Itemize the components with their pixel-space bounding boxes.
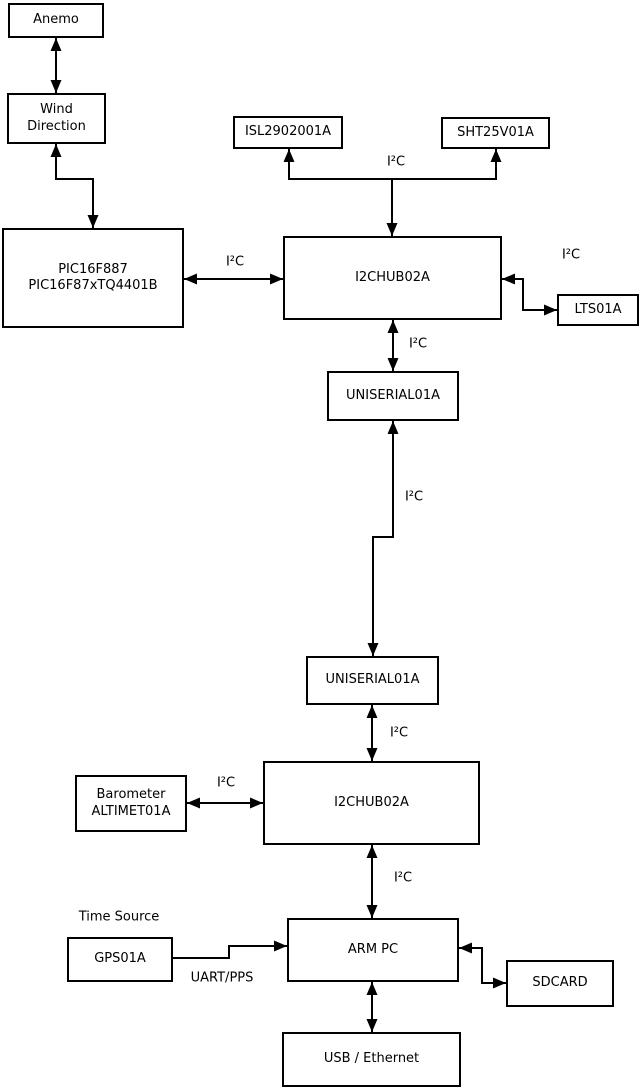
node-arm-pc: ARM PC bbox=[287, 918, 459, 982]
node-i2chub02a-1-label: I2CHUB02A bbox=[355, 269, 430, 285]
connector-barometer-hub2 bbox=[187, 797, 263, 809]
edge-label-i2c-hub2-armpc: I²C bbox=[393, 870, 413, 886]
node-isl2902001a-label: ISL2902001A bbox=[244, 124, 332, 140]
connector-armpc-sdcard bbox=[459, 942, 506, 989]
connector-hub1-lts bbox=[502, 273, 557, 316]
connector-wind-direction-pic bbox=[50, 144, 99, 228]
node-wind-direction: Wind Direction bbox=[7, 93, 106, 144]
node-sdcard: SDCARD bbox=[506, 960, 614, 1007]
edge-label-i2c-hub1-lts: I²C bbox=[561, 247, 581, 263]
node-usb-ethernet-label: USB / Ethernet bbox=[323, 1051, 420, 1067]
connector-armpc-usb bbox=[366, 982, 378, 1032]
connector-hub2-armpc bbox=[366, 845, 378, 918]
connector-uniserial2-hub2 bbox=[366, 705, 378, 761]
node-i2chub02a-1: I2CHUB02A bbox=[283, 236, 502, 320]
node-sht25v01a: SHT25V01A bbox=[441, 117, 550, 149]
node-uniserial01a-1-label: UNISERIAL01A bbox=[346, 387, 440, 403]
node-lts01a-label: LTS01A bbox=[574, 301, 622, 317]
connector-gps-armpc bbox=[173, 940, 287, 959]
node-sdcard-label: SDCARD bbox=[532, 975, 588, 991]
node-pic16f887-label: PIC16F887 PIC16F87xTQ4401B bbox=[28, 261, 158, 293]
node-gps01a-label: GPS01A bbox=[94, 951, 146, 967]
node-i2chub02a-2-label: I2CHUB02A bbox=[334, 794, 409, 810]
connector-uniserial1-uniserial2 bbox=[367, 421, 399, 656]
node-uniserial01a-2-label: UNISERIAL01A bbox=[325, 672, 420, 688]
connector-pic-hub1 bbox=[184, 273, 283, 285]
node-arm-pc-label: ARM PC bbox=[347, 941, 399, 957]
node-anemo: Anemo bbox=[8, 3, 104, 38]
node-anemo-label: Anemo bbox=[33, 12, 79, 28]
connector-sensor-bus bbox=[283, 149, 502, 236]
edge-label-i2c-pic-hub1: I²C bbox=[225, 254, 245, 270]
node-gps01a: GPS01A bbox=[67, 937, 173, 982]
edge-label-i2c-uniserial2-hub2: I²C bbox=[389, 725, 409, 741]
edge-label-time-source: Time Source bbox=[78, 909, 160, 925]
node-isl2902001a: ISL2902001A bbox=[233, 116, 343, 149]
node-uniserial01a-2: UNISERIAL01A bbox=[306, 656, 439, 705]
node-wind-direction-label: Wind Direction bbox=[27, 102, 86, 134]
node-sht25v01a-label: SHT25V01A bbox=[457, 124, 534, 140]
edge-label-i2c-uniserial-link: I²C bbox=[404, 489, 424, 505]
edge-label-i2c-sensor-bus: I²C bbox=[386, 154, 406, 170]
edge-label-i2c-barometer-hub2: I²C bbox=[216, 775, 236, 791]
connector-anemo-wind-direction bbox=[50, 38, 62, 93]
node-barometer-altimet01a: Barometer ALTIMET01A bbox=[75, 775, 187, 832]
edge-label-uart-pps: UART/PPS bbox=[190, 970, 254, 986]
node-i2chub02a-2: I2CHUB02A bbox=[263, 761, 480, 845]
node-lts01a: LTS01A bbox=[557, 294, 639, 326]
node-pic16f887: PIC16F887 PIC16F87xTQ4401B bbox=[2, 228, 184, 328]
node-uniserial01a-1: UNISERIAL01A bbox=[327, 371, 459, 421]
edge-label-i2c-hub1-uniserial1: I²C bbox=[408, 336, 428, 352]
node-usb-ethernet: USB / Ethernet bbox=[282, 1032, 461, 1087]
node-barometer-altimet01a-label: Barometer ALTIMET01A bbox=[91, 787, 171, 819]
connector-hub1-uniserial1 bbox=[387, 320, 399, 371]
